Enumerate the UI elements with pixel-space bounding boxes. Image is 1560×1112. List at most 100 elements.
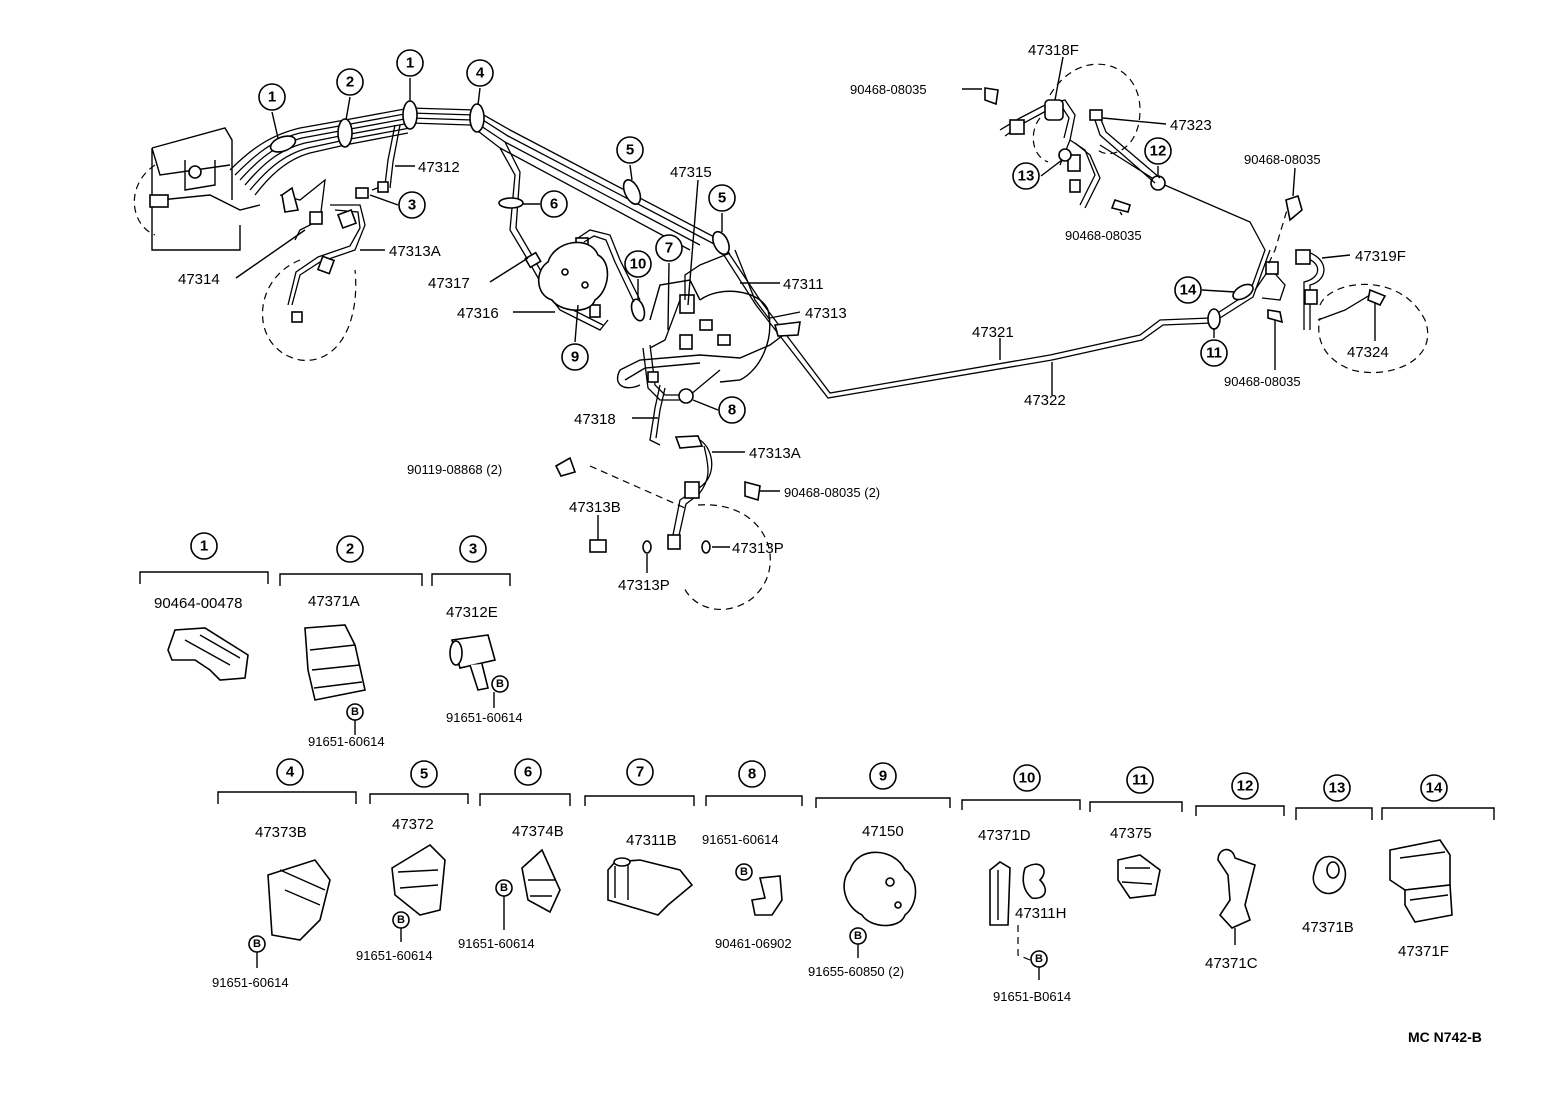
callout-14: 14 <box>1180 282 1197 299</box>
svg-text:7: 7 <box>636 764 644 781</box>
label-47321: 47321 <box>972 324 1014 341</box>
fittings <box>281 181 601 323</box>
detail-9-bolt: 91655-60850 (2) <box>808 964 904 979</box>
callout-5b: 5 <box>718 190 726 207</box>
label-47318: 47318 <box>574 411 616 428</box>
detail-11: 11 47375 <box>1089 766 1183 899</box>
detail-7: 7 47311B <box>584 758 695 916</box>
svg-text:13: 13 <box>1329 780 1346 797</box>
label-47313a-top: 47313A <box>389 243 441 260</box>
detail-4-bolt: 91651-60614 <box>212 975 289 990</box>
diagram-code: MC N742-B <box>1408 1029 1482 1045</box>
callouts: 1 2 1 4 5 5 6 7 10 9 8 3 <box>258 49 1236 424</box>
callout-13: 13 <box>1018 168 1035 185</box>
detail-12-part: 47371C <box>1205 955 1258 972</box>
detail-6: 6 47374B B 91651-60614 <box>458 758 571 951</box>
svg-text:B: B <box>351 706 359 718</box>
detail-5-part: 47372 <box>392 816 434 833</box>
detail-14: 14 47371F <box>1381 774 1495 960</box>
svg-text:B: B <box>1035 953 1043 965</box>
svg-text:B: B <box>854 930 862 942</box>
label-90468-08035-2: 90468-08035 (2) <box>784 485 880 500</box>
left-rear-hose <box>554 384 771 610</box>
callout-12: 12 <box>1150 143 1167 160</box>
svg-text:B: B <box>397 914 405 926</box>
svg-text:11: 11 <box>1132 772 1148 789</box>
svg-text:4: 4 <box>286 764 295 781</box>
detail-10: 10 47371D 47311H B 91651-B0614 <box>961 764 1081 1004</box>
label-47311: 47311 <box>783 276 824 293</box>
detail-10-part: 47371D <box>978 827 1031 844</box>
detail-2-bolt: 91651-60614 <box>308 734 385 749</box>
label-47313: 47313 <box>805 305 847 322</box>
detail-2: 2 47371A B 91651-60614 <box>279 535 423 749</box>
master-cylinder <box>133 127 261 251</box>
detail-6-part: 47374B <box>512 823 564 840</box>
detail-3-part: 47312E <box>446 604 498 621</box>
detail-11-part: 47375 <box>1110 825 1152 842</box>
svg-text:10: 10 <box>1019 770 1036 787</box>
detail-4-part: 47373B <box>255 824 307 841</box>
label-90119-08868: 90119-08868 (2) <box>407 462 502 477</box>
svg-text:B: B <box>740 866 748 878</box>
callout-4: 4 <box>476 65 485 82</box>
callout-1a: 1 <box>268 89 276 106</box>
label-47313b: 47313B <box>569 499 621 516</box>
detail-8-part: 90461-06902 <box>715 936 792 951</box>
label-47313p-right: 47313P <box>732 540 784 557</box>
detail-8-bolt: 91651-60614 <box>702 832 779 847</box>
svg-text:2: 2 <box>346 541 354 558</box>
detail-5-bolt: 91651-60614 <box>356 948 433 963</box>
svg-text:B: B <box>496 678 504 690</box>
svg-text:14: 14 <box>1426 780 1443 797</box>
front-brake-tubes <box>229 107 1271 399</box>
label-47322: 47322 <box>1024 392 1066 409</box>
rear-axle-tubes <box>984 63 1429 374</box>
svg-text:12: 12 <box>1237 778 1254 795</box>
svg-text:1: 1 <box>200 538 208 555</box>
proportioning-valve <box>537 229 641 311</box>
label-47314: 47314 <box>178 271 220 288</box>
svg-text:9: 9 <box>879 768 887 785</box>
label-47316: 47316 <box>457 305 499 322</box>
callout-5a: 5 <box>626 142 634 159</box>
callout-9: 9 <box>571 349 579 366</box>
callout-8: 8 <box>728 402 736 419</box>
callout-3: 3 <box>408 197 416 214</box>
label-47315: 47315 <box>670 164 712 181</box>
label-90468-08035-center: 90468-08035 <box>1065 228 1142 243</box>
label-47313p-bottom: 47313P <box>618 577 670 594</box>
callout-1b: 1 <box>406 55 414 72</box>
label-47312: 47312 <box>418 159 460 176</box>
detail-8: 8 91651-60614 B 90461-06902 <box>702 760 803 951</box>
callout-11: 11 <box>1206 345 1222 362</box>
svg-text:3: 3 <box>469 541 477 558</box>
label-47324: 47324 <box>1347 344 1389 361</box>
svg-text:6: 6 <box>524 764 532 781</box>
detail-14-part: 47371F <box>1398 943 1449 960</box>
label-90468-08035-topright: 90468-08035 <box>1244 152 1321 167</box>
callout-7: 7 <box>665 240 673 257</box>
label-47323: 47323 <box>1170 117 1212 134</box>
part-labels: 47312 47313A 47314 47315 47317 47316 473… <box>178 42 1406 594</box>
svg-text:B: B <box>253 938 261 950</box>
center-assembly <box>616 249 801 401</box>
detail-10-part2: 47311H <box>1015 905 1066 922</box>
callout-10: 10 <box>630 256 647 273</box>
detail-5: 5 47372 B 91651-60614 <box>356 760 469 963</box>
label-47318f: 47318F <box>1028 42 1079 59</box>
callout-2: 2 <box>346 74 354 91</box>
svg-text:5: 5 <box>420 766 428 783</box>
svg-text:B: B <box>500 882 508 894</box>
label-47317: 47317 <box>428 275 470 292</box>
detail-4: 4 47373B B 91651-60614 <box>212 758 357 990</box>
label-90468-08035-bottomright: 90468-08035 <box>1224 374 1301 389</box>
detail-13-part: 47371B <box>1302 919 1354 936</box>
detail-9: 9 47150 B 91655-60850 (2) <box>808 762 951 979</box>
detail-9-part: 47150 <box>862 823 904 840</box>
detail-10-bolt: 91651-B0614 <box>993 989 1071 1004</box>
svg-text:8: 8 <box>748 766 756 783</box>
detail-2-part: 47371A <box>308 593 360 610</box>
detail-13: 13 47371B <box>1295 774 1373 936</box>
